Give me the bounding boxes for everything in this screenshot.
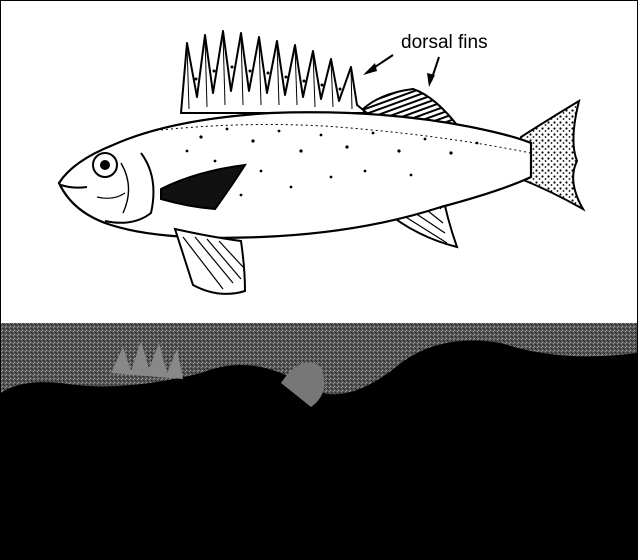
fish-photo-silhouette-icon: [1, 323, 637, 559]
spiny-dorsal-fin: [181, 31, 367, 113]
label-arrows: [363, 55, 439, 87]
fish-illustration-icon: dorsal fins: [1, 1, 637, 323]
fish-illustration-panel: dorsal fins: [1, 1, 637, 323]
fish-body: [59, 112, 531, 238]
dorsal-fins-label: dorsal fins: [401, 32, 488, 53]
fish-photo-panel: [1, 323, 637, 559]
